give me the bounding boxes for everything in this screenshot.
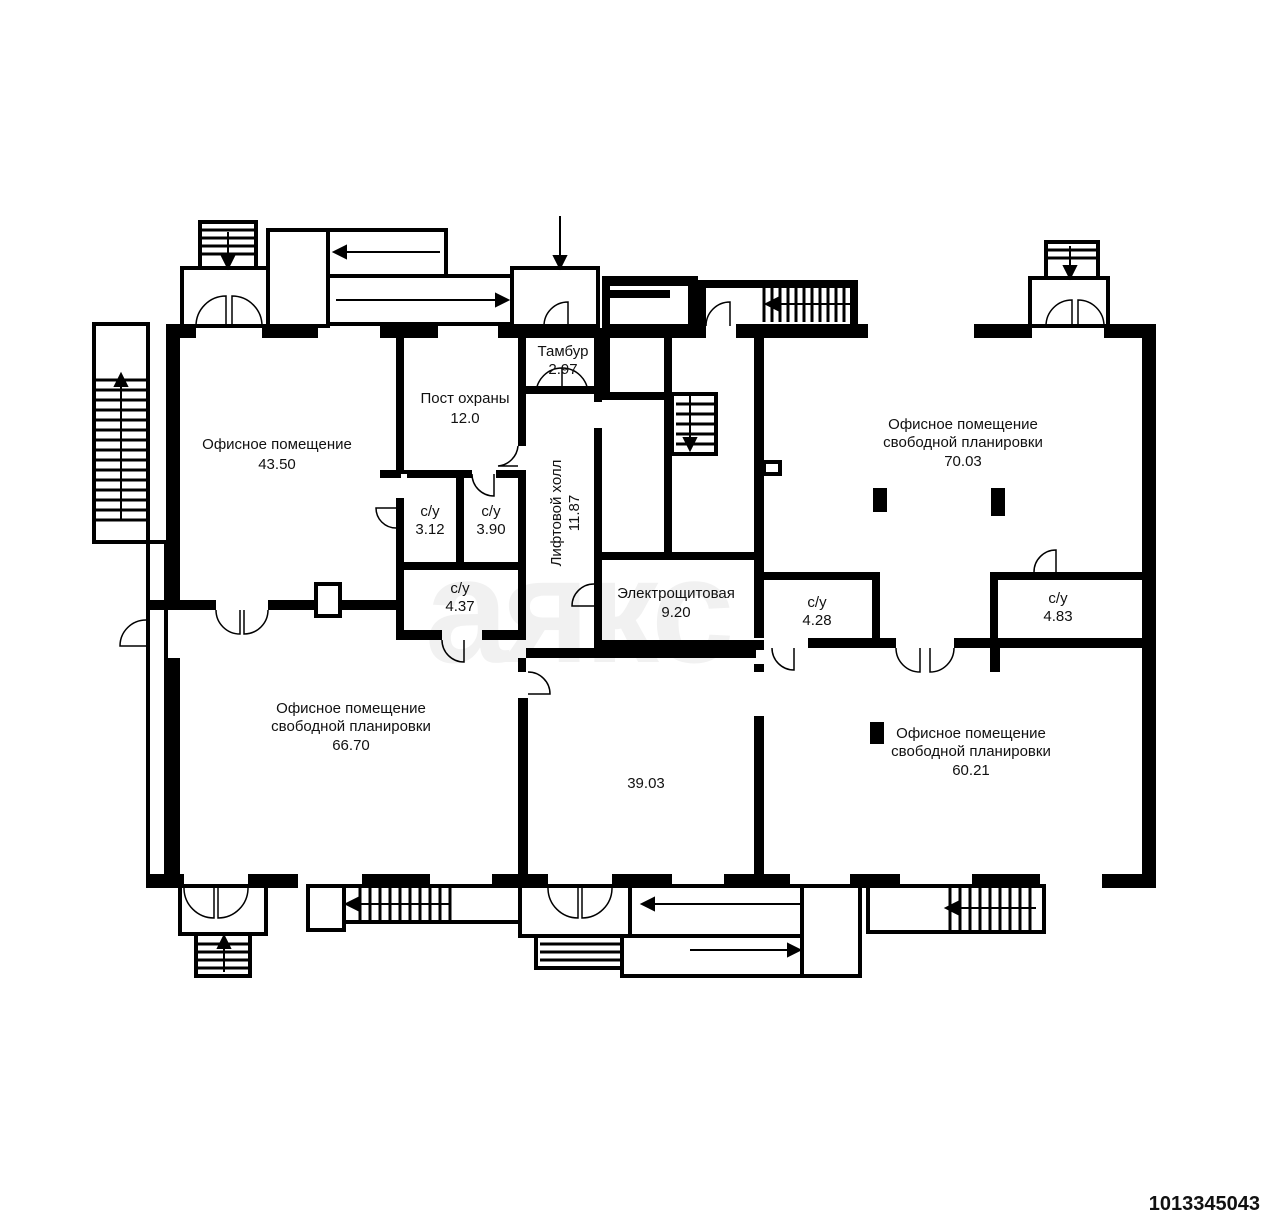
- room-name-office-60-line2: свободной планировки: [891, 743, 1051, 760]
- column-marker: [870, 722, 884, 744]
- room-area-office-60: 60.21: [952, 762, 990, 779]
- room-name-tambur: Тамбур: [538, 343, 589, 360]
- room-area-39: 39.03: [627, 775, 665, 792]
- room-area-office-70: 70.03: [944, 453, 982, 470]
- room-name-guard: Пост охраны: [420, 390, 509, 407]
- direction-arrows: [113, 216, 1078, 972]
- room-name-wc-428: с/у: [807, 594, 827, 611]
- interior-walls: [146, 276, 1156, 888]
- room-area-guard: 12.0: [450, 410, 479, 427]
- room-name-office-70-line2: свободной планировки: [883, 434, 1043, 451]
- listing-id: 1013345043: [1149, 1193, 1260, 1215]
- room-name-wc-483: с/у: [1048, 590, 1068, 607]
- room-name-office-60-line1: Офисное помещение: [896, 725, 1046, 742]
- room-area-wc-437: 4.37: [445, 598, 474, 615]
- room-labels: Офисное помещение 43.50 Пост охраны 12.0…: [202, 343, 1072, 792]
- room-name-lift-hall: Лифтовой холл: [548, 460, 565, 567]
- room-area-tambur: 2.97: [548, 361, 577, 378]
- doors: [119, 295, 1105, 919]
- room-area-wc-390: 3.90: [476, 521, 505, 538]
- room-area-wc-428: 4.28: [802, 612, 831, 629]
- room-name-wc-312: с/у: [420, 503, 440, 520]
- room-area-lift-hall: 11.87: [566, 495, 583, 531]
- room-name-office-43: Офисное помещение: [202, 436, 352, 453]
- room-area-electro: 9.20: [661, 604, 690, 621]
- room-name-office-66-line1: Офисное помещение: [276, 700, 426, 717]
- room-name-electro: Электрощитовая: [617, 585, 735, 602]
- room-area-wc-483: 4.83: [1043, 608, 1072, 625]
- room-area-wc-312: 3.12: [415, 521, 444, 538]
- room-area-office-43: 43.50: [258, 456, 296, 473]
- room-name-office-66-line2: свободной планировки: [271, 718, 431, 735]
- exterior-structures: [92, 220, 1110, 978]
- room-area-office-66: 66.70: [332, 737, 370, 754]
- room-name-wc-390: с/у: [481, 503, 501, 520]
- room-name-office-70-line1: Офисное помещение: [888, 416, 1038, 433]
- room-name-wc-437: с/у: [450, 580, 470, 597]
